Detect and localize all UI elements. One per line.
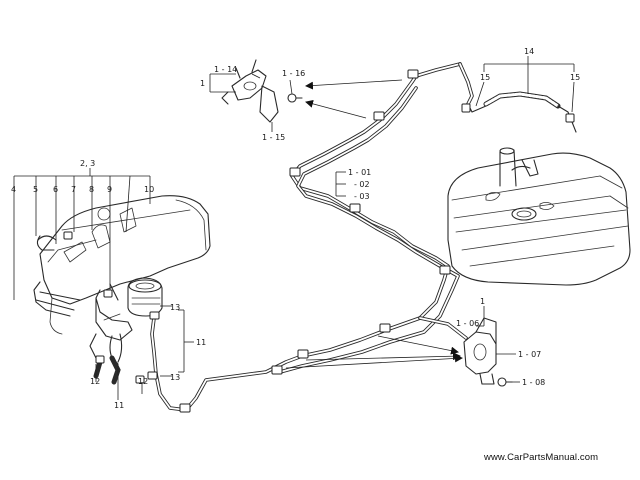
label-5: 5 — [33, 185, 38, 194]
check-valve-tank — [463, 317, 513, 387]
label-02: - 02 — [354, 180, 370, 189]
label-1-16: 1 - 16 — [282, 69, 305, 78]
label-1-15: 1 - 15 — [262, 133, 285, 142]
label-8: 8 — [89, 185, 94, 194]
label-12-left: 12 — [90, 377, 100, 386]
engine-block — [33, 195, 211, 365]
label-15-right: 15 — [570, 73, 580, 82]
vapor-lines — [93, 62, 577, 412]
label-1-right: 1 — [480, 297, 485, 306]
label-03: - 03 — [354, 192, 370, 201]
label-2-3: 2, 3 — [80, 159, 95, 168]
watermark-text: www.CarPartsManual.com — [484, 452, 599, 463]
label-14: 14 — [524, 47, 534, 56]
label-12-right: 12 — [138, 377, 148, 386]
label-13-upper: 13 — [170, 303, 180, 312]
part-labels: 2, 3 4 5 6 7 8 9 10 1 1 - 14 1 - 16 1 - … — [11, 47, 580, 410]
label-1-08: 1 - 08 — [522, 378, 545, 387]
label-6: 6 — [53, 185, 58, 194]
fuel-tank — [447, 147, 631, 286]
label-1-14: 1 - 14 — [214, 65, 237, 74]
label-7: 7 — [71, 185, 76, 194]
label-1-top: 1 — [200, 79, 205, 88]
check-valve-upper — [221, 59, 303, 123]
label-1-06: 1 - 06 — [456, 319, 479, 328]
label-11-right: 11 — [196, 338, 206, 347]
label-13-lower: 13 — [170, 373, 180, 382]
label-9: 9 — [107, 185, 112, 194]
label-4: 4 — [11, 185, 16, 194]
label-1-07: 1 - 07 — [518, 350, 541, 359]
callout-arrows — [285, 79, 463, 369]
line-clips — [63, 69, 575, 413]
label-10: 10 — [144, 185, 154, 194]
label-1-01: 1 - 01 — [348, 168, 371, 177]
label-11-bottom: 11 — [114, 401, 124, 410]
label-15-left: 15 — [480, 73, 490, 82]
leader-lines — [13, 56, 575, 400]
